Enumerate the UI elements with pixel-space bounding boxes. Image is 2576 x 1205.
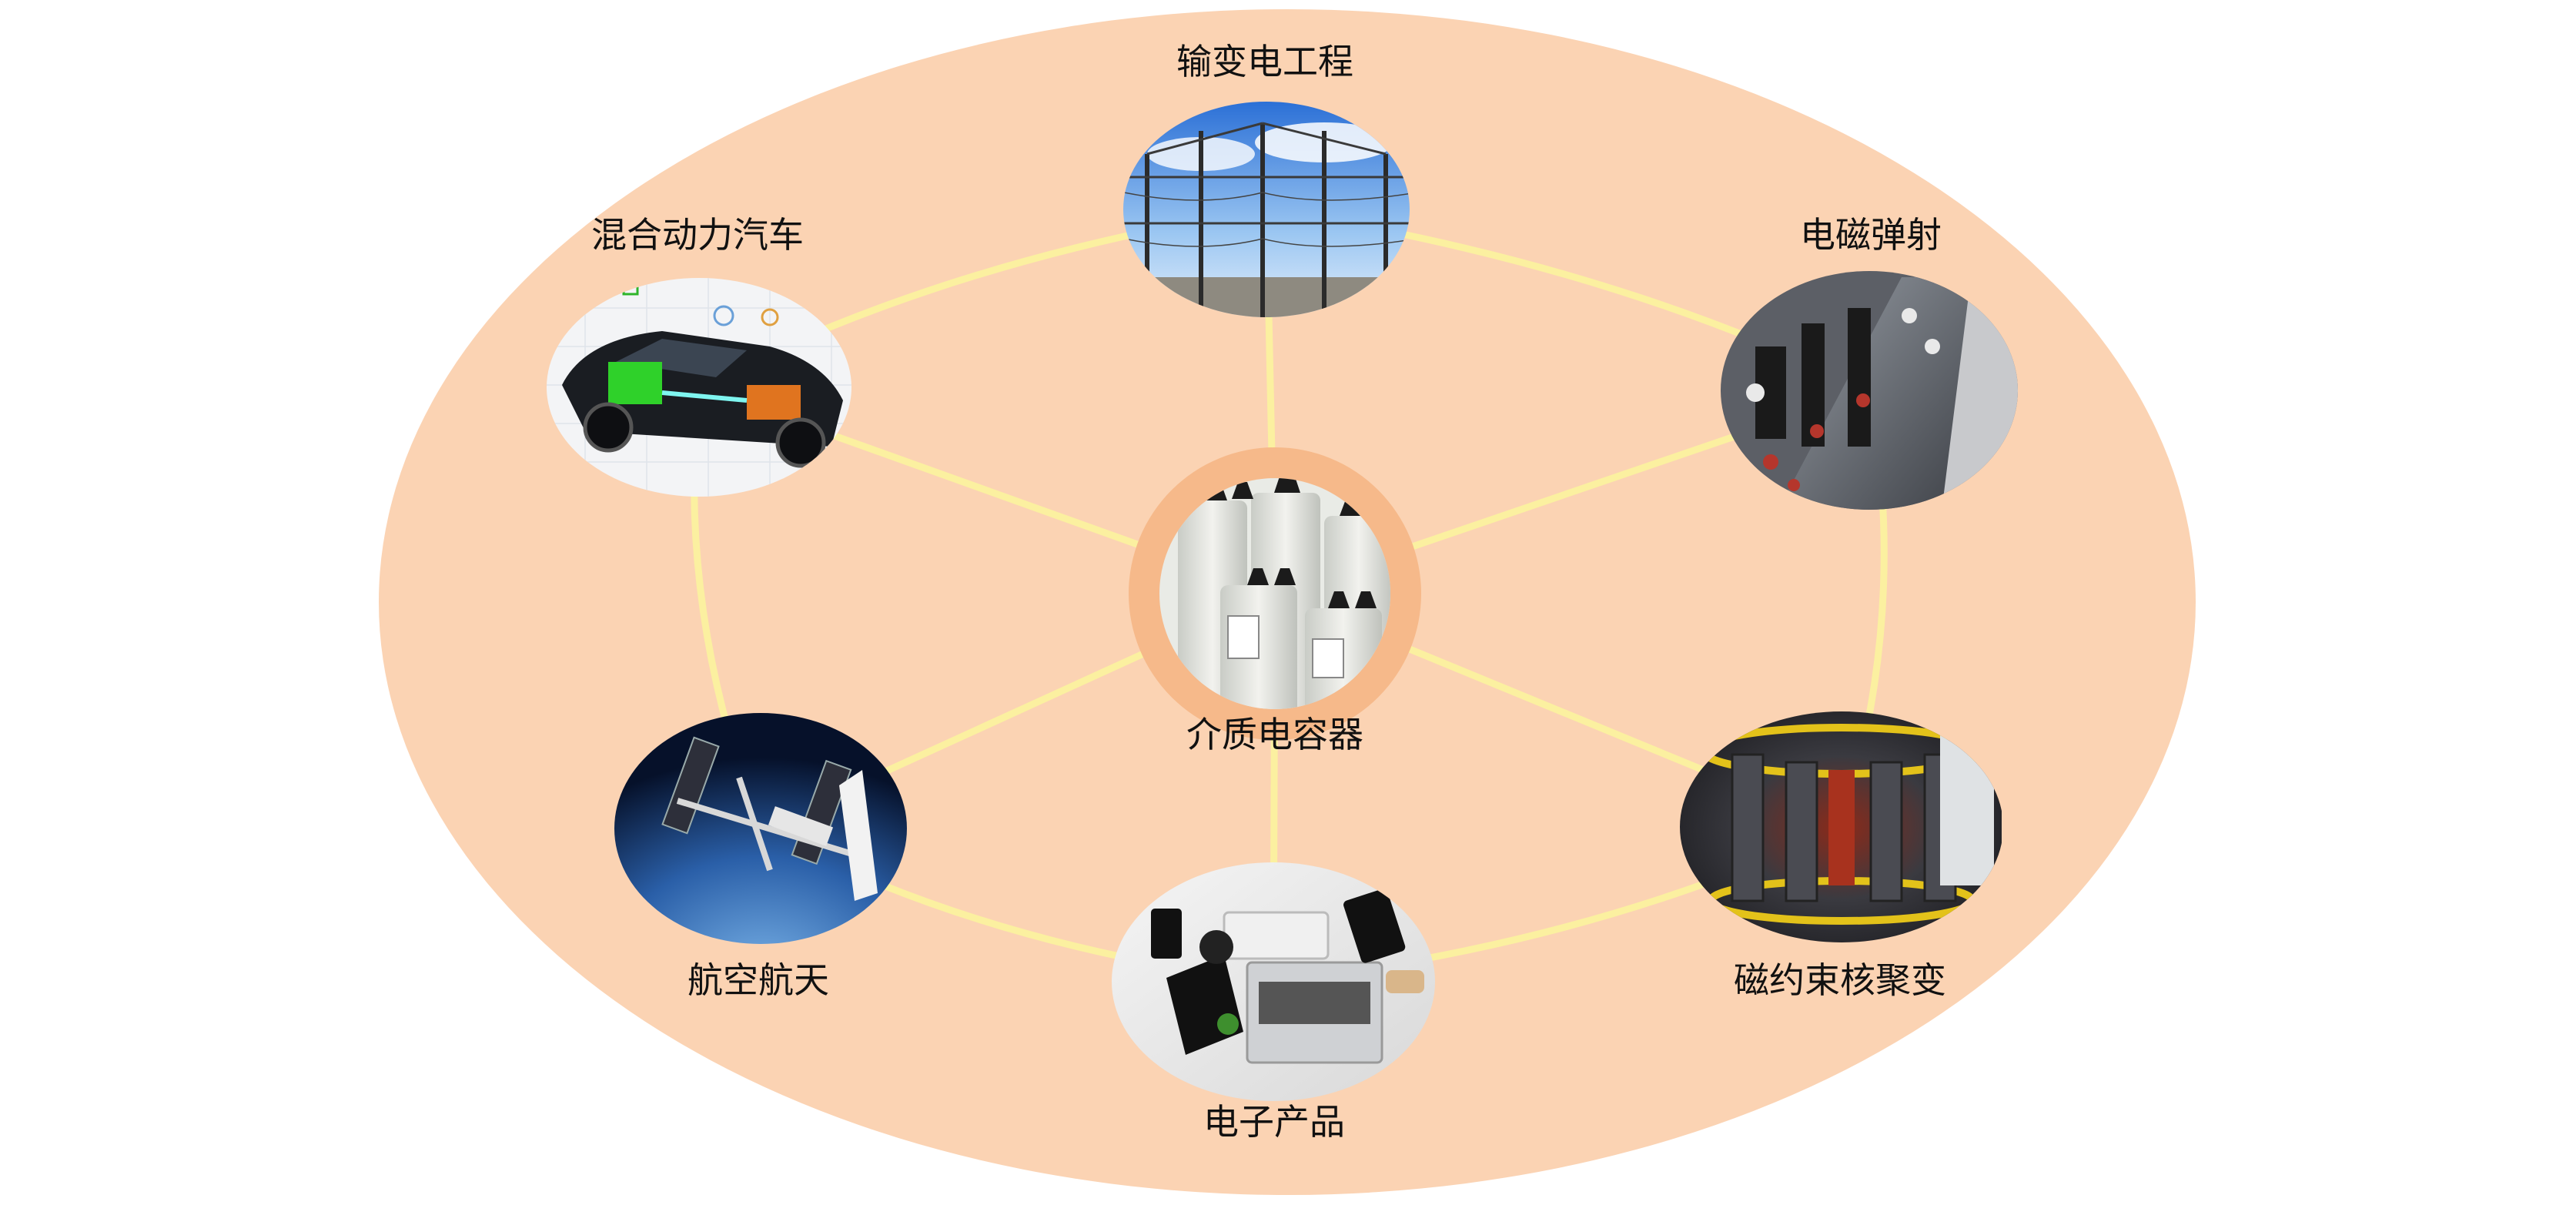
substation-photo-icon (1123, 102, 1410, 317)
label-hybrid-vehicle: 混合动力汽车 (591, 214, 804, 256)
laptop-tablet-photo-icon (1112, 862, 1435, 1101)
label-fusion: 磁约束核聚变 (1734, 959, 1946, 1001)
center-label: 介质电容器 (1186, 714, 1363, 755)
rail-launcher-photo-icon (1721, 271, 2018, 510)
label-power-transmission: 输变电工程 (1176, 41, 1353, 82)
space-station-photo-icon (614, 713, 907, 944)
label-electromagnetic-launch: 电磁弹射 (1800, 214, 1942, 256)
label-electronics: 电子产品 (1203, 1101, 1345, 1143)
label-aerospace: 航空航天 (687, 959, 829, 1001)
hybrid-car-photo-icon (547, 278, 851, 497)
